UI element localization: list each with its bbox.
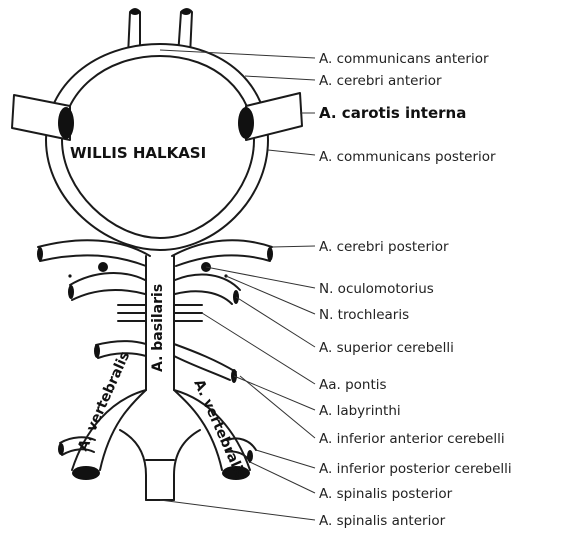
label-inferior-anterior-cerebelli: A. inferior anterior cerebelli [319, 431, 505, 447]
label-oculomotorius: N. oculomotorius [319, 281, 434, 297]
label-carotis-interna: A. carotis interna [319, 104, 466, 122]
label-spinalis-anterior: A. spinalis anterior [319, 513, 446, 529]
basilaris-label: A. basilaris [150, 284, 166, 372]
label-pontis: Aa. pontis [319, 377, 387, 393]
label-cerebri-anterior: A. cerebri anterior [319, 73, 442, 89]
label-cerebri-posterior: A. cerebri posterior [319, 239, 449, 255]
label-trochlearis: N. trochlearis [319, 307, 409, 323]
vessel-drawing [12, 9, 302, 500]
diagram-title: WILLIS HALKASI [70, 144, 206, 162]
vertebralis-left-label: A. vertebralis [75, 349, 133, 454]
label-communicans-anterior: A. communicans anterior [319, 51, 489, 67]
label-superior-cerebelli: A. superior cerebelli [319, 340, 454, 356]
label-spinalis-posterior: A. spinalis posterior [319, 486, 453, 502]
label-communicans-posterior: A. communicans posterior [319, 149, 496, 165]
right-labels: A. communicans anterior A. cerebri anter… [319, 51, 512, 529]
label-labyrinthi: A. labyrinthi [319, 403, 401, 419]
label-inferior-posterior-cerebelli: A. inferior posterior cerebelli [319, 461, 512, 477]
